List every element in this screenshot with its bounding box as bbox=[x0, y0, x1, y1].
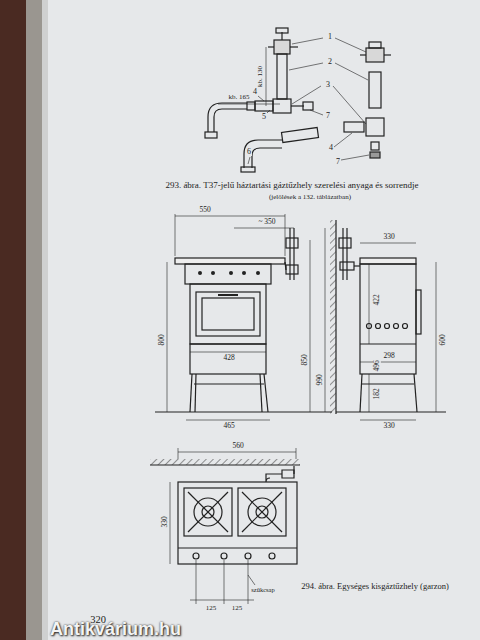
dimension-label: 560 bbox=[231, 442, 244, 450]
dimension-label: 800 bbox=[158, 333, 166, 346]
dimension-label: 496 bbox=[373, 359, 381, 372]
dimension-label: 550 bbox=[198, 206, 211, 214]
dimension-label: 422 bbox=[373, 293, 381, 306]
part-label: szűkcsap bbox=[250, 587, 275, 594]
dimension-label: 125 bbox=[205, 605, 218, 612]
dimension-label: 125 bbox=[231, 605, 244, 612]
dimension-label: 428 bbox=[222, 354, 235, 362]
dimension-label: 182 bbox=[373, 387, 381, 400]
figure-note: (jelölések a 132. táblázatban) bbox=[269, 194, 351, 201]
callout-number: 5 bbox=[261, 113, 267, 121]
callout-number: 2 bbox=[327, 58, 333, 66]
dimension-label: 850 bbox=[301, 353, 309, 366]
callout-number: 7 bbox=[325, 112, 331, 120]
dimension-label: 330 bbox=[382, 233, 395, 241]
figure-caption: 294. ábra. Egységes kisgáztűzhely (garzo… bbox=[301, 582, 449, 591]
dimension-label: 990 bbox=[316, 373, 324, 386]
figure-caption: 293. ábra. T37-jelű háztartási gáztűzhel… bbox=[165, 181, 418, 190]
dimension-label: 600 bbox=[439, 333, 447, 346]
callout-number: 4 bbox=[328, 144, 334, 152]
callout-number: 3 bbox=[325, 81, 331, 89]
callout-number: 4 bbox=[252, 88, 258, 96]
watermark: Antikvárium.hu bbox=[50, 620, 181, 638]
dimension-label: 330 bbox=[161, 515, 169, 528]
dimension-label: kb. 165 bbox=[228, 94, 251, 101]
callout-number: 7 bbox=[335, 158, 341, 166]
dimension-label: 330 bbox=[382, 422, 395, 430]
callout-number: 6 bbox=[246, 148, 252, 156]
dimension-label: 465 bbox=[222, 422, 235, 430]
dimension-label: ~ 350 bbox=[257, 218, 276, 226]
callout-number: 1 bbox=[327, 33, 333, 41]
dimension-label: 298 bbox=[382, 352, 395, 360]
dimension-label: kb. 130 bbox=[257, 65, 264, 88]
